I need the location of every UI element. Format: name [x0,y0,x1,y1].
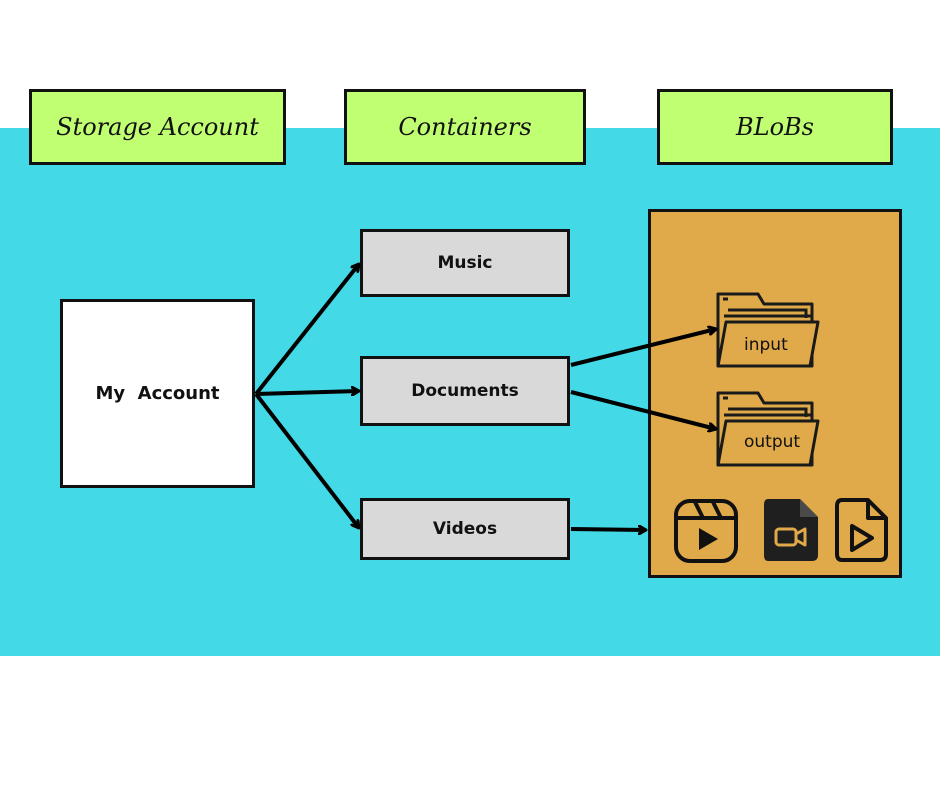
arrow-videos-to-blob-files [570,529,646,530]
account-node: My Account [60,299,255,488]
video-clip-icon [674,499,738,563]
arrow-documents-to-input [570,329,716,367]
container-music-label: Music [437,253,493,273]
container-videos: Videos [360,498,570,560]
container-documents: Documents [360,356,570,426]
account-node-label: My Account [95,383,220,404]
arrow-documents-to-output [570,390,716,429]
folder-output-icon [716,391,820,467]
arrow-account-to-documents [255,391,359,394]
folder-input-icon [716,292,820,368]
header-storage-account: Storage Account [29,89,286,165]
container-music: Music [360,229,570,297]
arrow-account-to-music [254,264,361,396]
header-storage-account-label: Storage Account [56,113,259,141]
header-containers: Containers [344,89,586,165]
folder-output-label: output [744,432,801,452]
video-file-icon [764,499,818,561]
header-blobs-label: BLoBs [736,113,814,141]
container-videos-label: Videos [432,519,498,539]
play-file-icon [835,498,888,562]
container-documents-label: Documents [411,381,519,401]
header-containers-label: Containers [398,113,532,141]
header-blobs: BLoBs [657,89,893,165]
arrow-account-to-videos [254,392,361,528]
folder-input-label: input [744,335,788,355]
